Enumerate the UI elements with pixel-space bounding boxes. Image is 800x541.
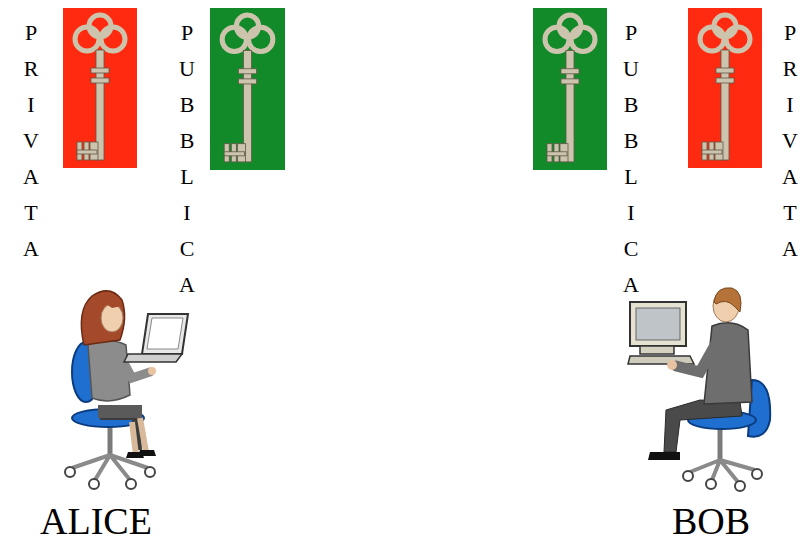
key-bow-ring — [571, 27, 595, 51]
key-bow-ring — [545, 27, 569, 51]
key-part — [224, 152, 244, 156]
alice-face — [101, 304, 123, 332]
key-label: PUBBLICA — [621, 15, 641, 303]
key-part — [702, 150, 722, 154]
key-part — [561, 69, 579, 74]
chair-post — [108, 425, 113, 455]
alice-hair — [81, 291, 124, 345]
key-bow-ring — [714, 15, 736, 37]
alice-shoes — [126, 450, 156, 458]
key-label: PRIVATA — [21, 15, 41, 267]
key-symbol — [533, 8, 607, 170]
bob-arm — [676, 340, 718, 372]
chair-legs — [690, 460, 755, 482]
key-part — [716, 68, 734, 73]
key-label: PUBBLICA — [177, 15, 197, 303]
alice-legs — [132, 418, 146, 455]
computer-monitor — [628, 302, 694, 364]
key-bow-ring — [726, 27, 750, 51]
bob-shoes — [648, 452, 680, 460]
person-name: ALICE — [40, 502, 152, 540]
laptop — [124, 314, 188, 362]
key-bow-ring — [236, 15, 258, 37]
key-bow-ring — [700, 27, 724, 51]
private-key-box: PRIVATA — [688, 8, 762, 168]
monitor-stand — [640, 346, 674, 354]
bob-trousers — [664, 400, 742, 452]
key-part — [91, 68, 109, 73]
key-symbol — [63, 8, 137, 168]
chair-wheel — [706, 479, 716, 489]
key-symbol — [688, 8, 762, 168]
key-part — [91, 78, 109, 83]
chair-wheel — [735, 481, 745, 491]
key-bow-ring — [75, 27, 99, 51]
chair-legs — [72, 455, 148, 480]
chair-wheel — [683, 471, 693, 481]
chair-wheel — [145, 467, 155, 477]
person-name: BOB — [672, 502, 750, 540]
key-part — [238, 79, 256, 84]
key-bow-ring — [101, 27, 125, 51]
key-part — [77, 150, 97, 154]
alice-fringe — [100, 297, 122, 308]
public-key-box: PUBBLICA — [533, 8, 607, 170]
key-bow-ring — [249, 27, 273, 51]
public-key-box: PUBBLICA — [210, 8, 285, 170]
key-bow-ring — [222, 27, 246, 51]
chair-wheel — [126, 479, 136, 489]
key-part — [547, 152, 567, 156]
key-bow-ring — [559, 15, 581, 37]
key-bow-ring — [89, 15, 111, 37]
alice-hand — [148, 367, 156, 375]
private-key-box: PRIVATA — [63, 8, 137, 168]
chair-wheel — [752, 469, 762, 479]
laptop-base — [124, 354, 182, 362]
chair-wheel — [89, 479, 99, 489]
key-label: PRIVATA — [780, 15, 800, 267]
alice-figure — [65, 291, 188, 489]
monitor-case — [630, 302, 686, 346]
key-part — [716, 78, 734, 83]
laptop-display — [147, 318, 183, 349]
key-symbol — [210, 8, 285, 170]
key-part — [561, 79, 579, 84]
bob-jacket — [704, 323, 752, 404]
chair-wheel — [65, 467, 75, 477]
laptop-screen — [142, 314, 188, 354]
alice-skirt — [98, 405, 142, 418]
bob-figure — [628, 288, 770, 491]
monitor-screen — [636, 308, 680, 340]
key-part — [238, 69, 256, 74]
bob-hair — [714, 288, 741, 312]
bob-hand — [667, 360, 677, 370]
chair-post — [718, 425, 723, 460]
